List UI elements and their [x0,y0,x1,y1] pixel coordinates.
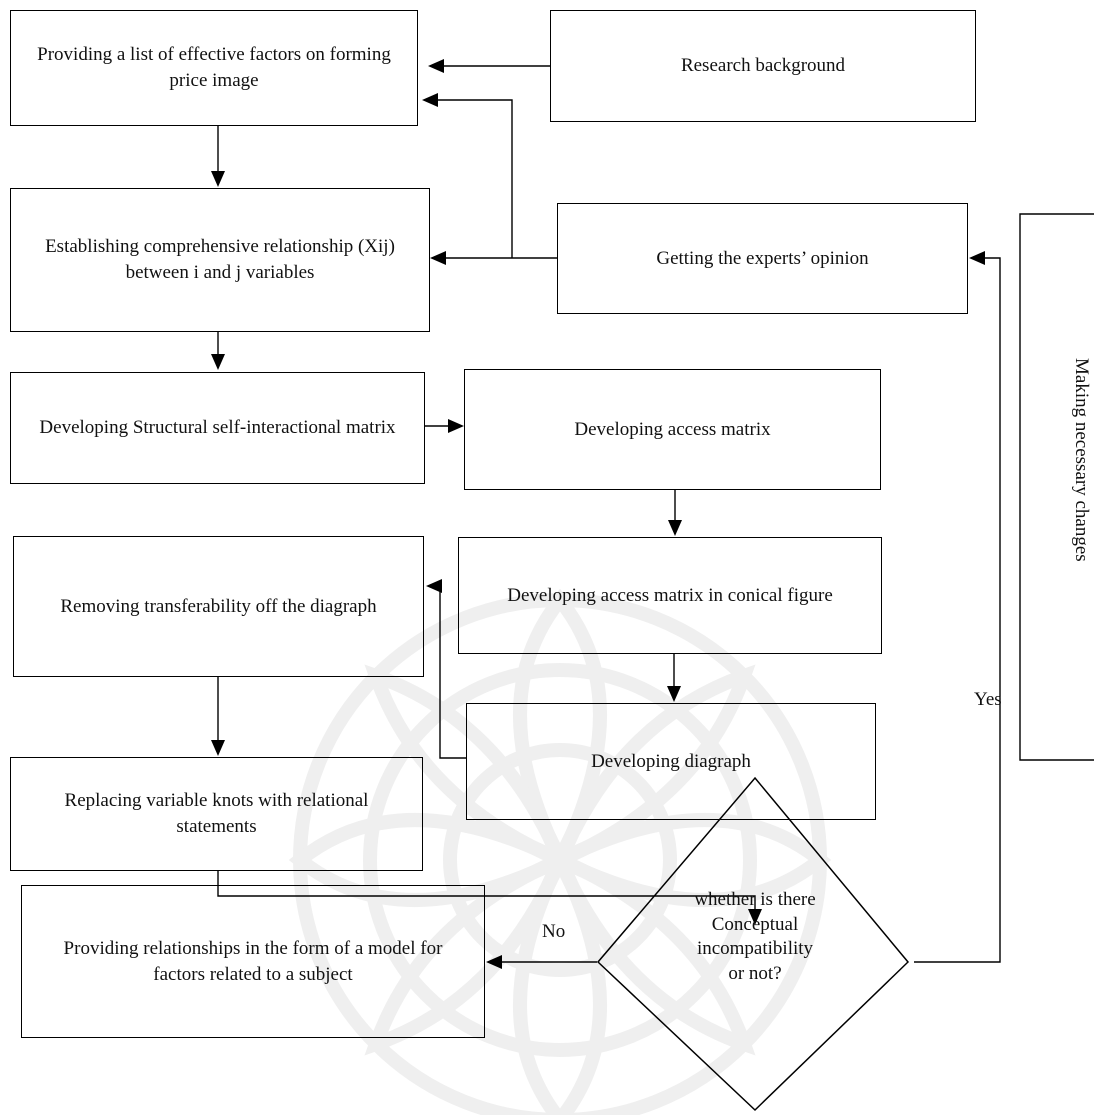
box-access-matrix: Developing access matrix [464,369,881,490]
arrowhead [486,955,502,969]
decision-line-3: incompatibility [696,938,814,960]
box-diagraph: Developing diagraph [466,703,876,820]
connector [217,871,756,911]
arrowhead [668,520,682,536]
connector [914,257,1001,963]
decision-line-2: Conceptual [711,913,799,935]
box-list-factors: Providing a list of effective factors on… [10,10,418,126]
arrowhead [426,579,442,593]
box-research-background: Research background [550,10,976,122]
box-removing-transferability: Removing transferability off the diagrap… [13,536,424,677]
box-ssim: Developing Structural self-interactional… [10,372,425,484]
arrowhead [211,354,225,370]
decision-line-4: or not? [728,963,782,985]
decision-line-1: whether is there [694,889,816,910]
arrowhead [667,686,681,702]
arrowhead [422,93,438,107]
arrowhead [448,419,464,433]
arrowhead [211,740,225,756]
arrowhead [211,171,225,187]
label-making-changes-text: Making necessary changes [1071,358,1092,562]
arrowhead [430,251,446,265]
decision-diamond [596,776,910,1112]
arrowhead [969,251,985,265]
connector [1019,213,1094,761]
box-experts-opinion: Getting the experts’ opinion [557,203,968,314]
box-conical-matrix: Developing access matrix in conical figu… [458,537,882,654]
box-providing-model: Providing relationships in the form of a… [21,885,485,1038]
box-establishing-relationship: Establishing comprehensive relationship … [10,188,430,332]
label-yes: Yes [974,689,1002,710]
arrowhead [748,909,762,925]
connector [435,99,513,258]
decision-text: whether is there Conceptual incompatibil… [655,888,855,987]
label-no: No [542,921,566,942]
box-replacing-knots: Replacing variable knots with relational… [10,757,423,871]
arrowhead [428,59,444,73]
